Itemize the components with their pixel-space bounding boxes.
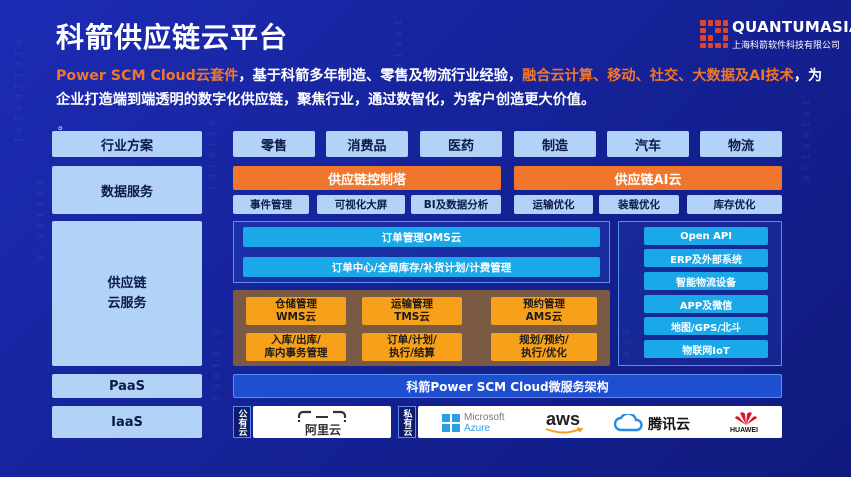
module-ams-line2: AMS云 xyxy=(525,311,563,323)
intro-text-2: ，为企业打造端到端透明的数字化供应链，聚焦行业，通过数智化，为客户创造更大价值。 xyxy=(56,68,823,108)
aliyun-logo: 阿里云 xyxy=(253,406,391,438)
windows-icon xyxy=(442,414,460,432)
module-order-ops-line2: 执行/结算 xyxy=(389,347,435,359)
intro-text-1: ，基于科箭多年制造、零售及物流行业经验， xyxy=(238,68,523,84)
aliyun-mark-icon xyxy=(297,410,347,422)
layer-label-iaas: IaaS xyxy=(52,406,202,438)
module-ams-line1: 预约管理 xyxy=(523,298,565,310)
intro-product-name: Power SCM Cloud云套件 xyxy=(56,68,239,84)
module-warehouse-ops: 入库/出库/ 库内事务管理 xyxy=(246,333,346,361)
private-cloud-label: 私有云 xyxy=(398,406,416,438)
control-tower-header: 供应链控制塔 xyxy=(233,166,501,190)
module-warehouse-ops-line1: 入库/出库/ xyxy=(271,334,321,346)
paas-architecture-bar: 科箭Power SCM Cloud微服务架构 xyxy=(233,374,782,398)
integration-open-api: Open API xyxy=(644,227,768,245)
industry-manufacturing: 制造 xyxy=(514,131,596,157)
module-wms-line1: 仓储管理 xyxy=(275,298,317,310)
module-appointment-ops-line1: 规划/预约/ xyxy=(519,334,569,346)
ai-cloud-header: 供应链AI云 xyxy=(514,166,782,190)
integration-iot: 物联网IoT xyxy=(644,340,768,358)
data-item-event-management: 事件管理 xyxy=(233,195,309,214)
logo-name: QUANTUMASIA xyxy=(732,18,851,36)
layer-label-supply-chain-service: 供应链 云服务 xyxy=(52,221,202,366)
module-tms-line2: TMS云 xyxy=(394,311,430,323)
intro-trailing-mark: 。 xyxy=(58,118,71,132)
aliyun-text: 阿里云 xyxy=(305,423,342,437)
layer-label-data-service: 数据服务 xyxy=(52,166,202,214)
logo-mark-icon xyxy=(700,20,728,48)
module-wms: 仓储管理 WMS云 xyxy=(246,297,346,325)
module-tms: 运输管理 TMS云 xyxy=(362,297,462,325)
ai-item-transport-opt: 运输优化 xyxy=(514,195,593,214)
layer-label-industry: 行业方案 xyxy=(52,131,202,157)
module-warehouse-ops-line2: 库内事务管理 xyxy=(264,347,328,359)
industry-pharma: 医药 xyxy=(420,131,502,157)
tencent-cloud-icon xyxy=(614,414,643,432)
oms-title: 订单管理OMS云 xyxy=(243,227,600,247)
azure-bottom-text: Azure xyxy=(464,423,491,434)
private-cloud-logos: Microsoft Azure aws 腾讯云 HUAWEI xyxy=(418,406,782,438)
integration-erp: ERP及外部系统 xyxy=(644,249,768,267)
module-order-ops: 订单/计划/ 执行/结算 xyxy=(362,333,462,361)
tencent-text: 腾讯云 xyxy=(648,416,690,432)
module-tms-line1: 运输管理 xyxy=(391,298,433,310)
ai-item-inventory-opt: 库存优化 xyxy=(687,195,782,214)
ai-item-load-opt: 装载优化 xyxy=(599,195,679,214)
aws-smile-icon xyxy=(545,427,584,434)
huawei-text: HUAWEI xyxy=(730,427,758,434)
module-ams: 预约管理 AMS云 xyxy=(491,297,597,325)
module-appointment-ops-line2: 执行/优化 xyxy=(521,347,567,359)
industry-logistics: 物流 xyxy=(700,131,782,157)
page-title: 科箭供应链云平台 xyxy=(56,21,289,54)
industry-automotive: 汽车 xyxy=(607,131,689,157)
oms-detail: 订单中心/全局库存/补货计划/计费管理 xyxy=(243,257,600,277)
azure-top-text: Microsoft xyxy=(464,412,505,423)
integration-app-wechat: APP及微信 xyxy=(644,295,768,313)
aws-text: aws xyxy=(546,409,581,429)
intro-tech-highlight: 融合云计算、移动、社交、大数据及AI技术 xyxy=(522,68,794,84)
module-appointment-ops: 规划/预约/ 执行/优化 xyxy=(491,333,597,361)
data-item-visual-screen: 可视化大屏 xyxy=(317,195,405,214)
logo-subtitle: 上海科箭软件科技有限公司 xyxy=(732,41,841,51)
layer-label-paas: PaaS xyxy=(52,374,202,398)
module-wms-line2: WMS云 xyxy=(275,311,317,323)
data-item-bi-analytics: BI及数据分析 xyxy=(411,195,501,214)
company-logo: QUANTUMASIA 上海科箭软件科技有限公司 xyxy=(700,18,851,52)
industry-consumer-goods: 消费品 xyxy=(326,131,408,157)
integration-smart-devices: 智能物流设备 xyxy=(644,272,768,290)
huawei-flower-icon xyxy=(735,412,757,425)
industry-retail: 零售 xyxy=(233,131,315,157)
module-order-ops-line1: 订单/计划/ xyxy=(387,334,437,346)
intro-paragraph: Power SCM Cloud云套件，基于科箭多年制造、零售及物流行业经验，融合… xyxy=(56,64,826,112)
public-cloud-label: 公有云 xyxy=(233,406,251,438)
integration-map-gps: 地图/GPS/北斗 xyxy=(644,317,768,335)
